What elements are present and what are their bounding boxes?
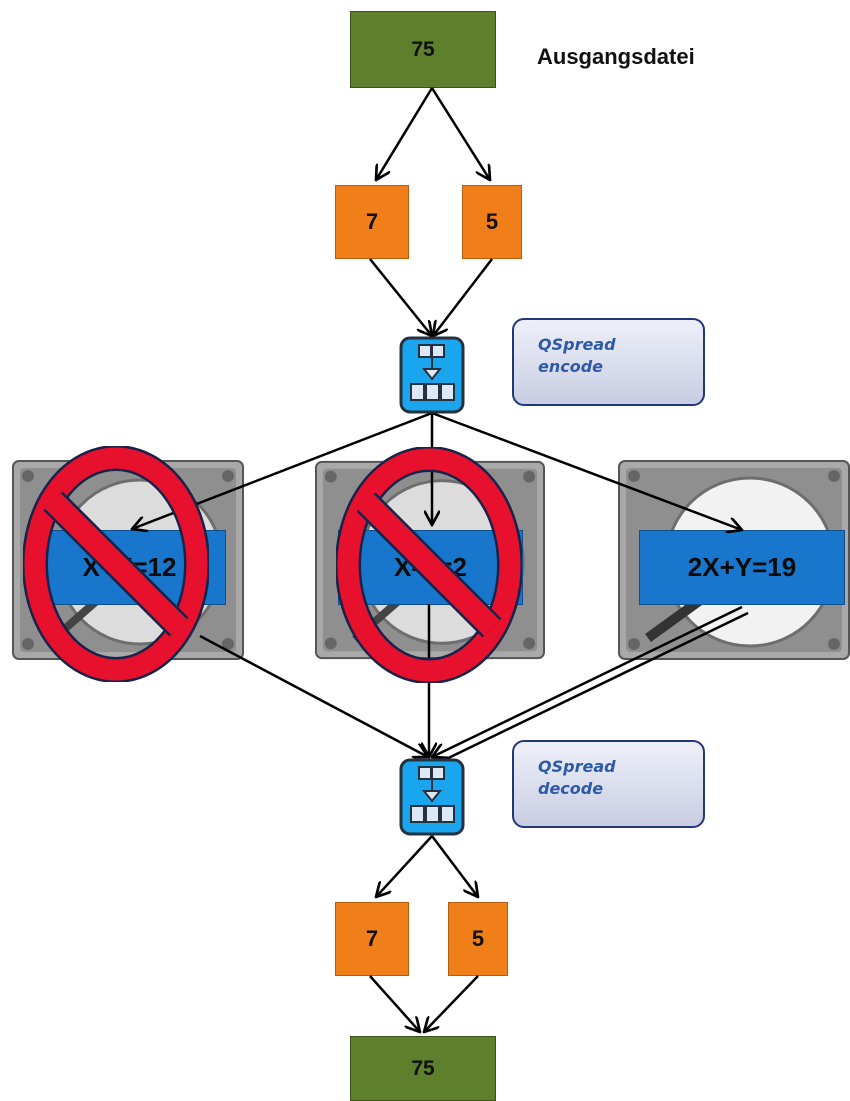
encode-callout-line1: QSpread [538, 335, 616, 354]
result-file-box: 75 [350, 1036, 496, 1101]
chunk-box-2: 5 [462, 185, 522, 259]
recovered-chunk-box-1: 7 [335, 902, 409, 976]
equation-block-3: 2X+Y=19 [639, 530, 845, 605]
arrow-chunk-1-to-encode [369, 258, 432, 336]
chunk-value-2: 5 [485, 209, 499, 234]
qspread-decode-icon [399, 758, 465, 836]
recovered-chunk-box-2: 5 [448, 902, 508, 976]
source-file-box: 75 [350, 11, 496, 88]
arrow-chunk-2-to-result [424, 975, 479, 1032]
arrow-file-to-chunk-1 [376, 87, 434, 180]
qspread-encode-icon [399, 336, 465, 414]
arrow-chunk-1-to-result [369, 975, 420, 1032]
arrow-file-to-chunk-2 [430, 87, 490, 180]
equation-text-3: 2X+Y=19 [687, 552, 797, 582]
arrow-decode-to-chunk-1 [376, 835, 433, 897]
chunk-box-1: 7 [335, 185, 409, 259]
decode-callout: QSpread decode [512, 740, 705, 828]
recovered-chunk-value-1: 7 [365, 926, 379, 951]
recovered-chunk-value-2: 5 [471, 926, 485, 951]
arrow-decode-to-chunk-2 [431, 835, 478, 897]
arrow-chunk-2-to-encode [433, 258, 493, 336]
result-file-value: 75 [411, 1056, 435, 1080]
forbidden-icon [23, 446, 209, 682]
decode-callout-line2: decode [538, 779, 604, 798]
chunk-value-1: 7 [365, 209, 379, 234]
diagram-title: Ausgangsdatei [537, 44, 695, 69]
decode-callout-line1: QSpread [538, 757, 616, 776]
encode-callout-line2: encode [538, 357, 604, 376]
source-file-value: 75 [411, 37, 435, 61]
encode-callout: QSpread encode [512, 318, 705, 406]
forbidden-icon [336, 447, 522, 683]
